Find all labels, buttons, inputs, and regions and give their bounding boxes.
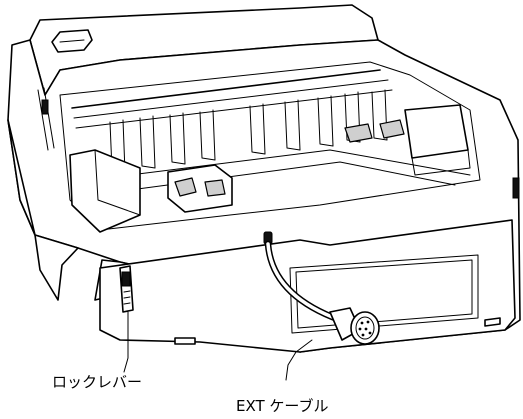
leader-line-lock-lever (123, 311, 129, 373)
ext-cable-label: EXT ケーブル (236, 397, 329, 415)
lock-lever-label: ロックレバー (52, 373, 143, 391)
printer-body (7, 4, 521, 353)
lock-lever (119, 265, 134, 313)
leader-line-ext-cable (285, 339, 313, 381)
paper-guides (109, 89, 388, 173)
ext-cable (263, 231, 380, 345)
